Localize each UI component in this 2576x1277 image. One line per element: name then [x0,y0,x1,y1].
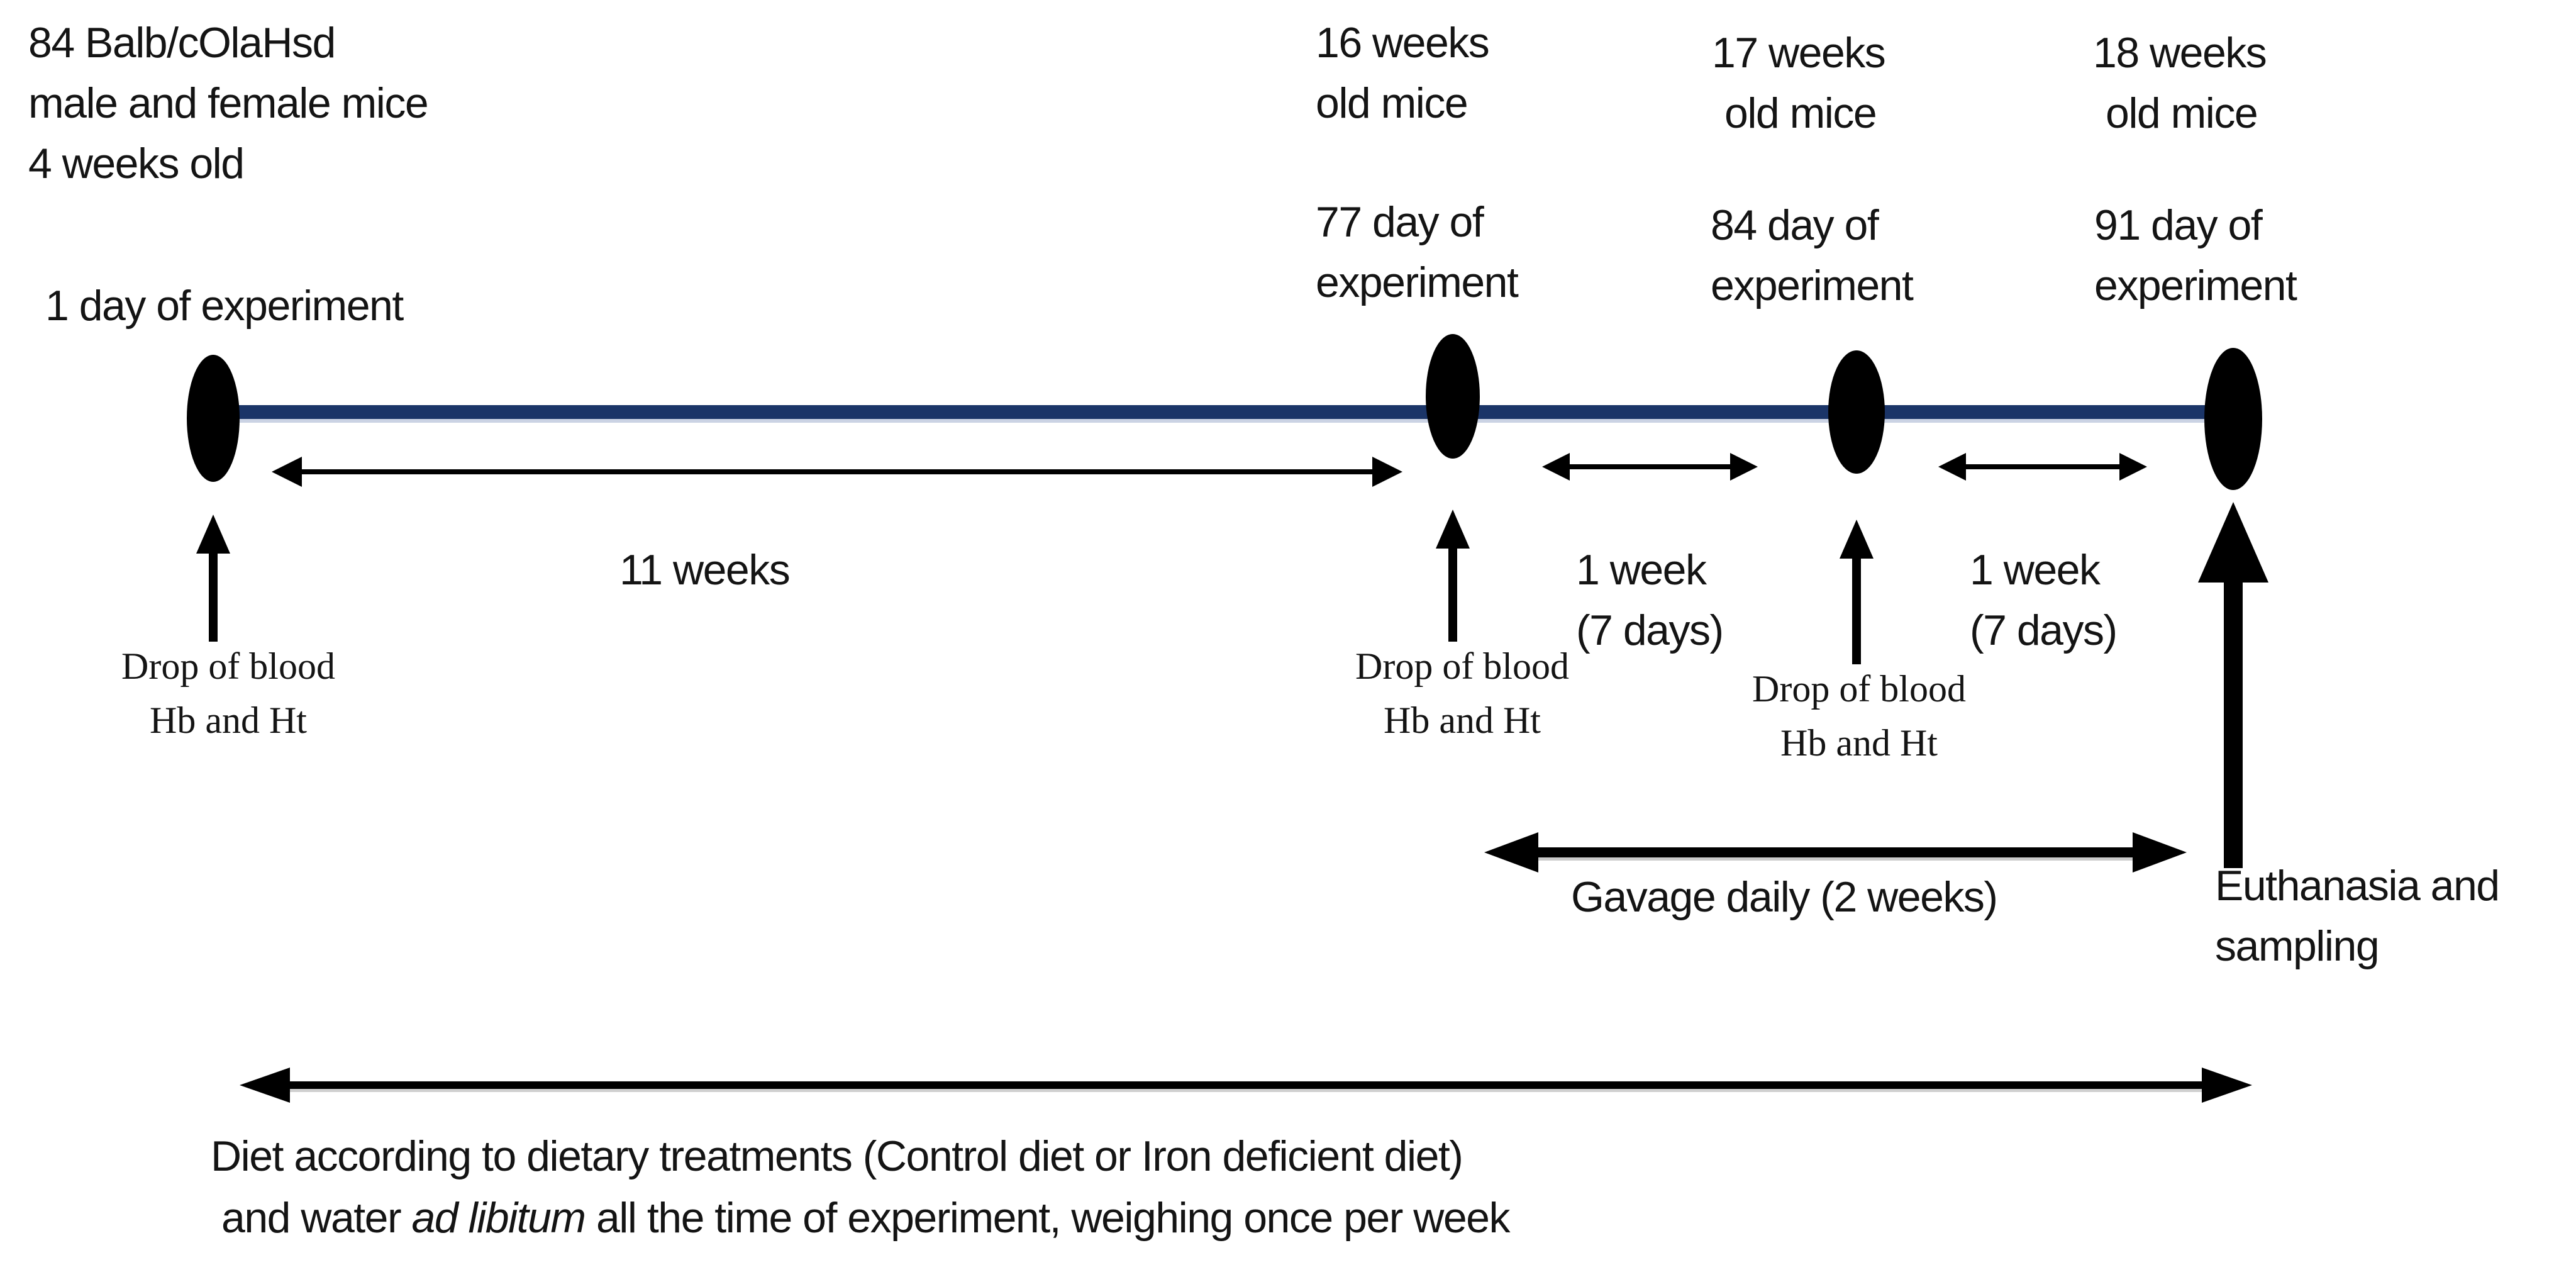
diet-note-line2-italic: ad libitum [411,1194,587,1242]
euthanasia-label-line1: Euthanasia and [2215,862,2500,910]
blood-label-1-line2: Hb and Ht [150,700,307,741]
timeline-line [236,405,2239,419]
interval-week-b-line1: 1 week [1970,546,2101,594]
blood-label-1-line1: Drop of blood [121,645,335,687]
blood-label-3-line1: Drop of blood [1752,668,1966,710]
interval-11-weeks-label: 11 weeks [619,546,791,594]
cohort-line-1: 84 Balb/cOlaHsd [28,19,336,67]
blood-label-2-line2: Hb and Ht [1384,700,1541,741]
timepoint-84-day-line1: 84 day of [1711,201,1879,249]
timepoint-77-day: 77 day of experiment [1316,192,1519,313]
timepoint-77-day-line2: experiment [1316,259,1519,306]
interval-week-b-label: 1 week (7 days) [1970,540,2118,661]
euthanasia-label-line2: sampling [2215,922,2380,970]
timepoint-84-day-line2: experiment [1711,262,1914,309]
blood-label-3: Drop of blood Hb and Ht [1718,662,2001,770]
timepoint-77-age-line1: 16 weeks [1316,19,1490,67]
timepoint-77-day-line1: 77 day of [1316,198,1484,246]
timepoint-day1-label: 1 day of experiment [45,282,404,330]
timepoint-marker-day91 [2204,348,2262,490]
interval-week-a-line1: 1 week [1576,546,1707,594]
interval-week-a-line2: (7 days) [1576,606,1724,654]
timepoint-84-day: 84 day of experiment [1711,195,1914,316]
timepoint-91-day: 91 day of experiment [2094,195,2297,316]
timepoint-84-age-line1: 17 weeks [1712,29,1886,77]
timepoint-marker-day1 [187,355,240,482]
euthanasia-label: Euthanasia and sampling [2215,856,2500,976]
cohort-line-2: male and female mice [28,79,429,127]
timepoint-77-age: 16 weeks old mice [1316,13,1490,133]
blood-label-2-line1: Drop of blood [1355,645,1569,687]
timepoint-84-age-line2: old mice [1724,89,1877,137]
blood-label-2: Drop of blood Hb and Ht [1321,639,1604,747]
diet-note-line2-post: all the time of experiment, weighing onc… [585,1194,1511,1242]
timepoint-91-day-line1: 91 day of [2094,201,2263,249]
blood-label-3-line2: Hb and Ht [1780,722,1938,764]
cohort-line-3: 4 weeks old [28,140,245,187]
timepoint-91-day-line2: experiment [2094,262,2297,309]
timepoint-91-age-line2: old mice [2106,89,2258,137]
timepoint-77-age-line2: old mice [1316,79,1468,127]
timepoint-84-age: 17 weeks old mice [1712,23,1886,143]
diet-note-line2: and water ad libitum all the time of exp… [221,1188,1511,1248]
interval-week-b-line2: (7 days) [1970,606,2118,654]
diet-note-line2-pre: and water [221,1194,412,1242]
timepoint-marker-day84 [1828,350,1885,474]
gavage-label: Gavage daily (2 weeks) [1571,873,1998,921]
interval-week-a-label: 1 week (7 days) [1576,540,1724,661]
cohort-description: 84 Balb/cOlaHsd male and female mice 4 w… [28,13,429,194]
timepoint-91-age: 18 weeks old mice [2093,23,2267,143]
diet-note-line1: Diet according to dietary treatments (Co… [211,1132,1463,1180]
timepoint-marker-day77 [1426,334,1480,459]
blood-label-1: Drop of blood Hb and Ht [87,639,370,747]
timepoint-91-age-line1: 18 weeks [2093,29,2267,77]
